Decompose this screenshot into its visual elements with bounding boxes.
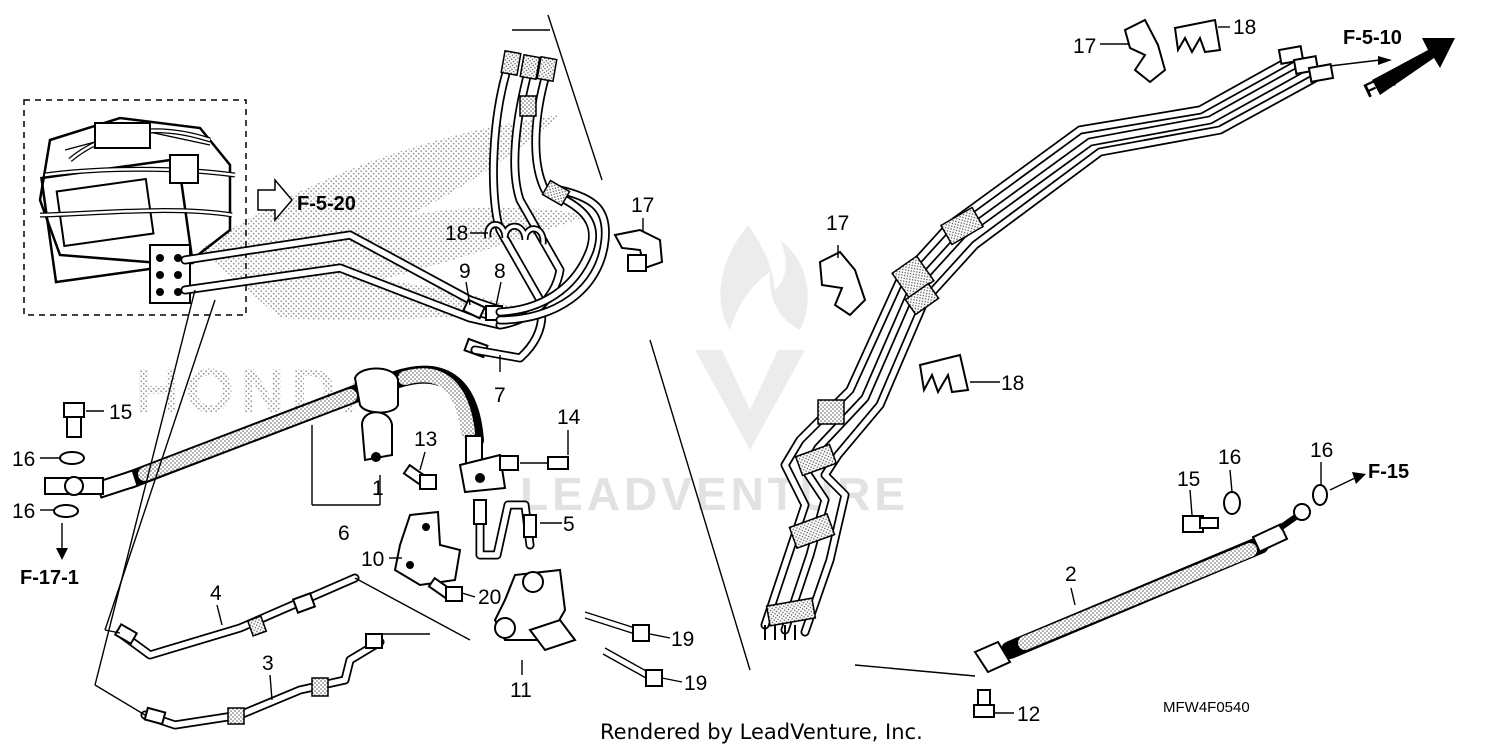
callout-15-left: 15 bbox=[109, 401, 132, 424]
callout-18-top: 18 bbox=[1233, 16, 1256, 39]
abs-modulator bbox=[23, 99, 247, 316]
callout-numbers: 17 18 18 17 17 18 9 8 7 15 16 16 13 14 1… bbox=[12, 16, 1333, 726]
ref-f-5-10[interactable]: F-5-10 bbox=[1343, 27, 1402, 49]
clip-17-top bbox=[1123, 18, 1167, 84]
callout-18-mid-left: 18 bbox=[445, 222, 468, 245]
callout-16-right-b: 16 bbox=[1310, 439, 1333, 462]
callout-15-right: 15 bbox=[1177, 468, 1200, 491]
front-arrow-icon bbox=[1372, 38, 1455, 95]
callout-5: 5 bbox=[563, 513, 575, 536]
callout-13: 13 bbox=[414, 428, 437, 451]
callout-7: 7 bbox=[494, 384, 506, 407]
pipe-4 bbox=[113, 573, 471, 660]
clip-18-mid bbox=[484, 221, 547, 245]
brake-hose-6 bbox=[95, 365, 484, 499]
banjo-bolt-15-right bbox=[1182, 484, 1328, 533]
bolt-19-upper bbox=[584, 611, 650, 642]
banjo-bolt-15-left bbox=[44, 402, 104, 560]
hose-clamp-1 bbox=[353, 367, 399, 462]
callout-16-right-a: 16 bbox=[1218, 446, 1241, 469]
bolt-20 bbox=[427, 576, 463, 602]
stay-10 bbox=[393, 510, 462, 587]
footer-credit: Rendered by LeadVenture, Inc. bbox=[600, 720, 923, 744]
callout-8: 8 bbox=[494, 260, 506, 283]
callout-6: 6 bbox=[338, 522, 350, 545]
clip-18-right bbox=[918, 353, 970, 395]
callout-20: 20 bbox=[478, 586, 501, 609]
ref-f-5-20[interactable]: F-5-20 bbox=[257, 177, 356, 223]
callout-17-top: 17 bbox=[1073, 35, 1096, 58]
fitting-14 bbox=[458, 453, 569, 494]
pipes-abs-to-junction bbox=[180, 230, 505, 359]
callout-17-mid-left: 17 bbox=[631, 194, 654, 217]
abs-dashed-frame bbox=[23, 99, 247, 316]
callout-19-lower: 19 bbox=[684, 672, 707, 695]
bolt-12 bbox=[973, 689, 995, 718]
ref-label-f-5-10: F-5-10 bbox=[1343, 27, 1402, 49]
leader-lines-abs bbox=[94, 289, 751, 716]
pipe-bundle-right bbox=[760, 45, 1392, 640]
clip-18-top bbox=[1173, 18, 1222, 55]
callout-1: 1 bbox=[372, 477, 384, 500]
callout-9: 9 bbox=[459, 260, 471, 283]
callout-17-mid-right: 17 bbox=[826, 212, 849, 235]
hollow-arrow-icon bbox=[257, 177, 293, 223]
callout-14: 14 bbox=[557, 406, 581, 429]
pipe-bundle-7 bbox=[470, 14, 610, 363]
pipe-5 bbox=[473, 499, 537, 560]
ref-label-f-17-1: F-17-1 bbox=[20, 567, 79, 589]
ref-f-15[interactable]: F-15 bbox=[1329, 461, 1409, 491]
bolt-19-lower bbox=[602, 647, 663, 687]
callout-16-left-bottom: 16 bbox=[12, 500, 35, 523]
clip-17-mid bbox=[613, 228, 664, 272]
callout-leaders bbox=[40, 26, 1322, 714]
arrow-icon bbox=[1352, 472, 1366, 484]
callout-10: 10 bbox=[361, 548, 384, 571]
brake-hose-2 bbox=[854, 503, 1311, 677]
bolt-13 bbox=[402, 463, 437, 490]
callout-11: 11 bbox=[510, 679, 532, 702]
front-direction: FR. bbox=[1361, 38, 1455, 103]
callout-2: 2 bbox=[1065, 563, 1077, 586]
drawing-code: MFW4F0540 bbox=[1163, 699, 1250, 716]
callout-18-right: 18 bbox=[1001, 372, 1024, 395]
ref-label-f-5-20: F-5-20 bbox=[297, 193, 356, 215]
watermark-text: LEADVENTURE bbox=[520, 468, 909, 520]
callout-16-left-top: 16 bbox=[12, 448, 35, 471]
callout-12: 12 bbox=[1017, 703, 1040, 726]
callout-19-upper: 19 bbox=[671, 628, 694, 651]
ref-label-f-15: F-15 bbox=[1368, 461, 1409, 483]
three-way-joint-11 bbox=[493, 568, 577, 652]
clip-17-right bbox=[818, 250, 867, 317]
callout-4: 4 bbox=[210, 582, 222, 605]
ref-f-17-1[interactable]: F-17-1 bbox=[20, 567, 79, 589]
pipe-3 bbox=[140, 633, 430, 730]
callout-3: 3 bbox=[262, 652, 274, 675]
